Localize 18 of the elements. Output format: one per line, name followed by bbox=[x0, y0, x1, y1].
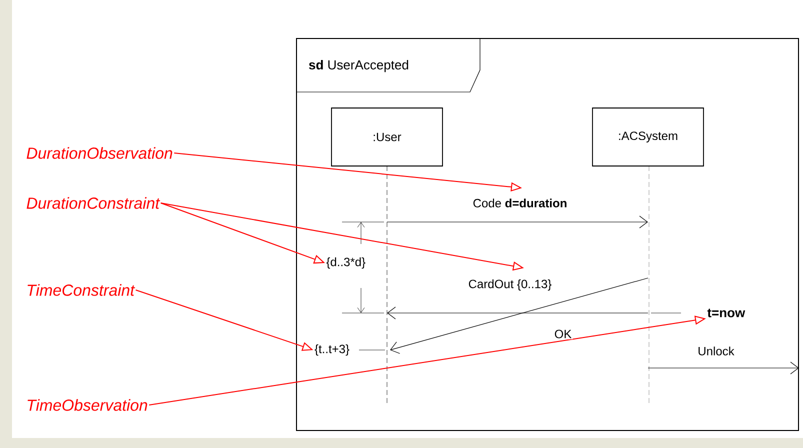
message-arrow bbox=[386, 216, 648, 228]
message-label: CardOut {0..13} bbox=[467, 278, 553, 292]
constraint-text: {t..t+3} bbox=[314, 343, 351, 357]
annotation-label: TimeObservation bbox=[28, 399, 148, 411]
constraint-text: {d..3*d} bbox=[325, 256, 367, 270]
message-arrow bbox=[387, 306, 648, 320]
message-label: Unlock bbox=[696, 346, 736, 356]
message-arrow bbox=[648, 362, 799, 374]
annotation-label: TimeConstraint bbox=[28, 284, 136, 296]
lifeline-head-box: :ACSystem bbox=[592, 108, 704, 166]
lifeline-head-box: :User bbox=[331, 108, 443, 166]
sequence-frame bbox=[296, 38, 799, 431]
message-arrow bbox=[390, 278, 648, 354]
annotation-label: DurationConstraint bbox=[26, 197, 160, 209]
message-label: Code d=duration bbox=[472, 198, 568, 208]
observation-text: t=now bbox=[707, 308, 746, 318]
frame-title: sd UserAccepted bbox=[309, 60, 408, 72]
annotation-label: DurationObservation bbox=[26, 147, 172, 159]
